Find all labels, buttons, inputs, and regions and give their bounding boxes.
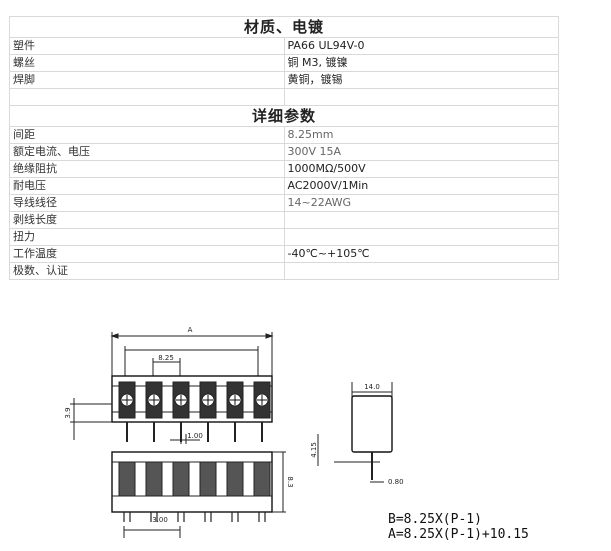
spec-table: 材质、电镀 塑件 PA66 UL94V-0 螺丝 铜 M3, 镀镍 焊脚 黄铜，… <box>9 16 559 280</box>
dim-pin-label: 1.00 <box>187 432 203 440</box>
table-row: 间距 8.25mm <box>9 126 559 144</box>
screw-slot <box>122 395 267 405</box>
row-value: 1000MΩ/500V <box>283 160 559 178</box>
row-label: 绝缘阻抗 <box>9 160 285 178</box>
row-label: 额定电流、电压 <box>9 143 285 161</box>
row-value: 黄铜，镀锡 <box>283 71 559 89</box>
row-label: 间距 <box>9 126 285 144</box>
wire-entry <box>172 461 190 497</box>
wire-entry <box>199 461 217 497</box>
table-row: 绝缘阻抗 1000MΩ/500V <box>9 160 559 178</box>
row-value: AC2000V/1Min <box>283 177 559 195</box>
row-value: PA66 UL94V-0 <box>283 37 559 55</box>
row-value <box>283 211 559 229</box>
front-pins <box>123 512 266 522</box>
dim-side-h-label: 4.15 <box>310 442 318 458</box>
screw-row <box>118 381 271 419</box>
row-label: 导线线径 <box>9 194 285 212</box>
row-value: 8.25mm <box>283 126 559 144</box>
wire-entry <box>118 461 136 497</box>
table-row: 扭力 <box>9 228 559 246</box>
arrow-icon <box>110 333 119 339</box>
table-row: 工作温度 -40℃~+105℃ <box>9 245 559 263</box>
row-value: 14~22AWG <box>283 194 559 212</box>
material-title: 材质、电镀 <box>9 16 559 38</box>
dim-pin-w-label: 0.80 <box>388 478 404 486</box>
wire-entry <box>145 461 163 497</box>
side-body <box>351 395 393 453</box>
row-label: 焊脚 <box>9 71 285 89</box>
dim-pitch-label: 8.25 <box>158 354 174 362</box>
row-label: 剥线长度 <box>9 211 285 229</box>
table-row: 导线线径 14~22AWG <box>9 194 559 212</box>
row-label: 极数、认证 <box>9 262 285 280</box>
wire-entry <box>226 461 244 497</box>
params-title: 详细参数 <box>9 105 559 127</box>
table-row: 剥线长度 <box>9 211 559 229</box>
row-value: 300V 15A <box>283 143 559 161</box>
table-row: 额定电流、电压 300V 15A <box>9 143 559 161</box>
pins <box>126 422 263 442</box>
front-slots <box>118 461 271 497</box>
spacer-row <box>9 88 559 106</box>
dim-side-label: 8.3 <box>286 476 294 487</box>
material-header-row: 材质、电镀 <box>9 16 559 38</box>
empty-cell <box>9 88 285 106</box>
empty-cell <box>283 88 559 106</box>
row-label: 螺丝 <box>9 54 285 72</box>
table-row: 极数、认证 <box>9 262 559 280</box>
row-label: 耐电压 <box>9 177 285 195</box>
dim-a-label: A <box>188 326 193 334</box>
row-label: 塑件 <box>9 37 285 55</box>
formula-a: A=8.25X(P-1)+10.15 <box>388 527 529 542</box>
table-row: 耐电压 AC2000V/1Min <box>9 177 559 195</box>
row-label: 工作温度 <box>9 245 285 263</box>
terminal-body <box>111 375 273 423</box>
row-value: 铜 M3, 镀镍 <box>283 54 559 72</box>
terminal-block-drawing: A 8.25 <box>64 326 404 538</box>
row-label: 扭力 <box>9 228 285 246</box>
wire-entry <box>253 461 271 497</box>
row-value <box>283 262 559 280</box>
arrow-icon <box>265 333 274 339</box>
table-row: 螺丝 铜 M3, 镀镍 <box>9 54 559 72</box>
dim-height-label: 3.9 <box>64 407 72 418</box>
row-value <box>283 228 559 246</box>
row-value: -40℃~+105℃ <box>283 245 559 263</box>
dim-spacing-label: 3.00 <box>152 516 168 524</box>
table-row: 塑件 PA66 UL94V-0 <box>9 37 559 55</box>
dim-width-label: 14.0 <box>364 383 380 391</box>
params-header-row: 详细参数 <box>9 105 559 127</box>
formula-b: B=8.25X(P-1) <box>388 512 482 527</box>
front-body <box>111 451 273 513</box>
table-row: 焊脚 黄铜，镀锡 <box>9 71 559 89</box>
